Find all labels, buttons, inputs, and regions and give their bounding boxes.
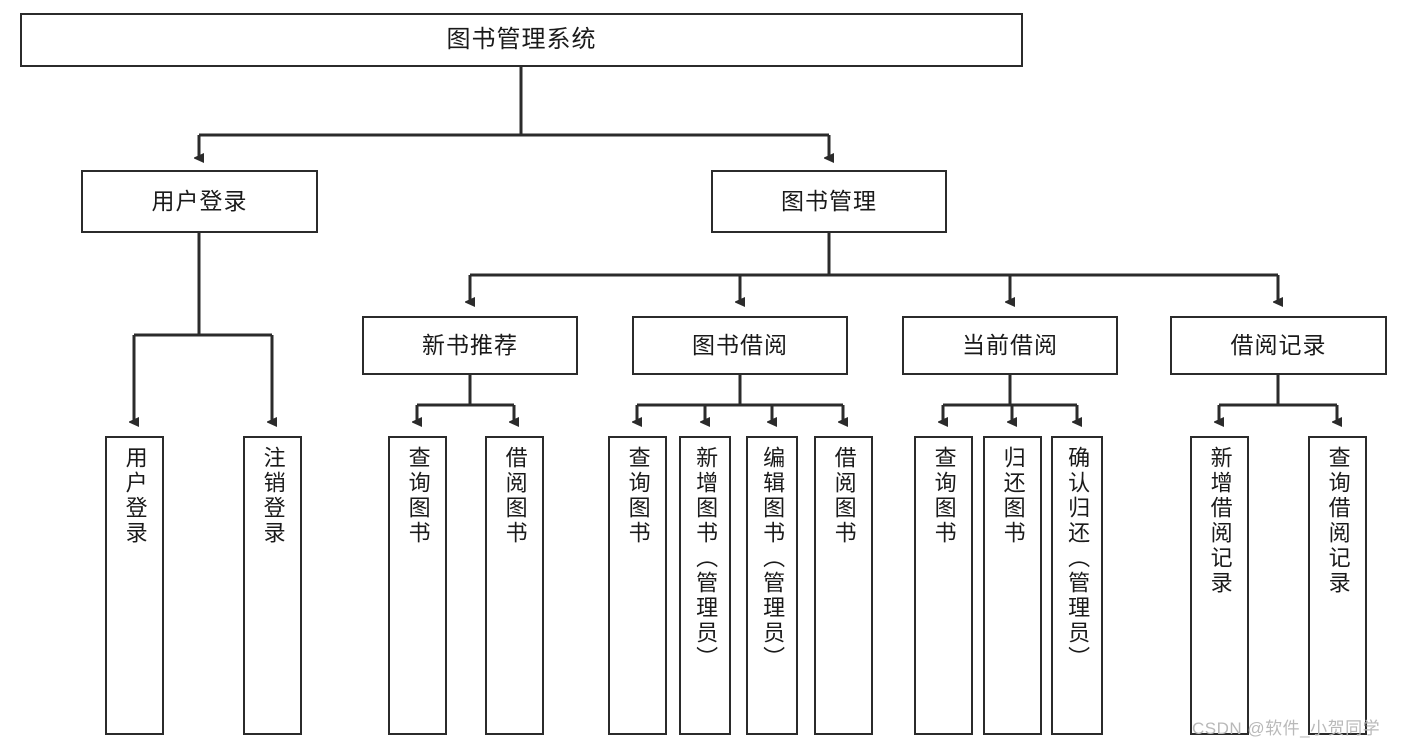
node-new-book-rec[interactable]: 新书推荐	[362, 316, 578, 375]
node-leaf-query-book-rec[interactable]: 查询图书	[388, 436, 447, 735]
node-book-borrow-label: 图书借阅	[692, 331, 788, 358]
node-root[interactable]: 图书管理系统	[20, 13, 1023, 67]
node-leaf-add-book[interactable]: 新增图书（管理员）	[679, 436, 731, 735]
node-leaf-query-record-label: 查询借阅记录	[1325, 446, 1351, 596]
node-current-borrow[interactable]: 当前借阅	[902, 316, 1118, 375]
csdn-watermark: CSDN @软件_小贺同学	[1192, 719, 1381, 738]
node-borrow-record[interactable]: 借阅记录	[1170, 316, 1387, 375]
node-leaf-return-book-label: 归还图书	[1000, 446, 1026, 546]
node-book-manage[interactable]: 图书管理	[711, 170, 947, 233]
node-leaf-return-book[interactable]: 归还图书	[983, 436, 1042, 735]
node-root-label: 图书管理系统	[446, 25, 597, 53]
node-leaf-confirm-return-label: 确认归还（管理员）	[1065, 446, 1091, 671]
node-leaf-edit-book[interactable]: 编辑图书（管理员）	[746, 436, 798, 735]
node-leaf-borrow-book-rec[interactable]: 借阅图书	[485, 436, 544, 735]
node-leaf-query-book-borrow[interactable]: 查询图书	[608, 436, 667, 735]
node-leaf-borrow-book-rec-label: 借阅图书	[502, 446, 528, 546]
node-new-book-rec-label: 新书推荐	[422, 331, 518, 358]
node-leaf-add-book-label: 新增图书（管理员）	[693, 446, 719, 671]
node-leaf-query-book-cur[interactable]: 查询图书	[914, 436, 973, 735]
node-leaf-logout-label: 注销登录	[260, 446, 286, 546]
node-user-login-label: 用户登录	[151, 187, 248, 214]
node-leaf-query-book-cur-label: 查询图书	[931, 446, 957, 546]
node-user-login[interactable]: 用户登录	[81, 170, 318, 233]
node-book-manage-label: 图书管理	[781, 187, 877, 214]
node-leaf-query-book-borrow-label: 查询图书	[625, 446, 651, 546]
node-book-borrow[interactable]: 图书借阅	[632, 316, 848, 375]
node-leaf-user-login[interactable]: 用户登录	[105, 436, 164, 735]
node-borrow-record-label: 借阅记录	[1230, 331, 1327, 358]
node-leaf-borrow-book-label: 借阅图书	[831, 446, 857, 546]
node-leaf-add-record[interactable]: 新增借阅记录	[1190, 436, 1249, 735]
node-leaf-query-book-rec-label: 查询图书	[405, 446, 431, 546]
node-leaf-user-login-label: 用户登录	[122, 446, 148, 546]
node-leaf-confirm-return[interactable]: 确认归还（管理员）	[1051, 436, 1103, 735]
node-leaf-logout[interactable]: 注销登录	[243, 436, 302, 735]
node-current-borrow-label: 当前借阅	[962, 331, 1058, 358]
node-leaf-borrow-book[interactable]: 借阅图书	[814, 436, 873, 735]
node-leaf-edit-book-label: 编辑图书（管理员）	[760, 446, 786, 671]
node-leaf-add-record-label: 新增借阅记录	[1207, 446, 1233, 596]
node-leaf-query-record[interactable]: 查询借阅记录	[1308, 436, 1367, 735]
